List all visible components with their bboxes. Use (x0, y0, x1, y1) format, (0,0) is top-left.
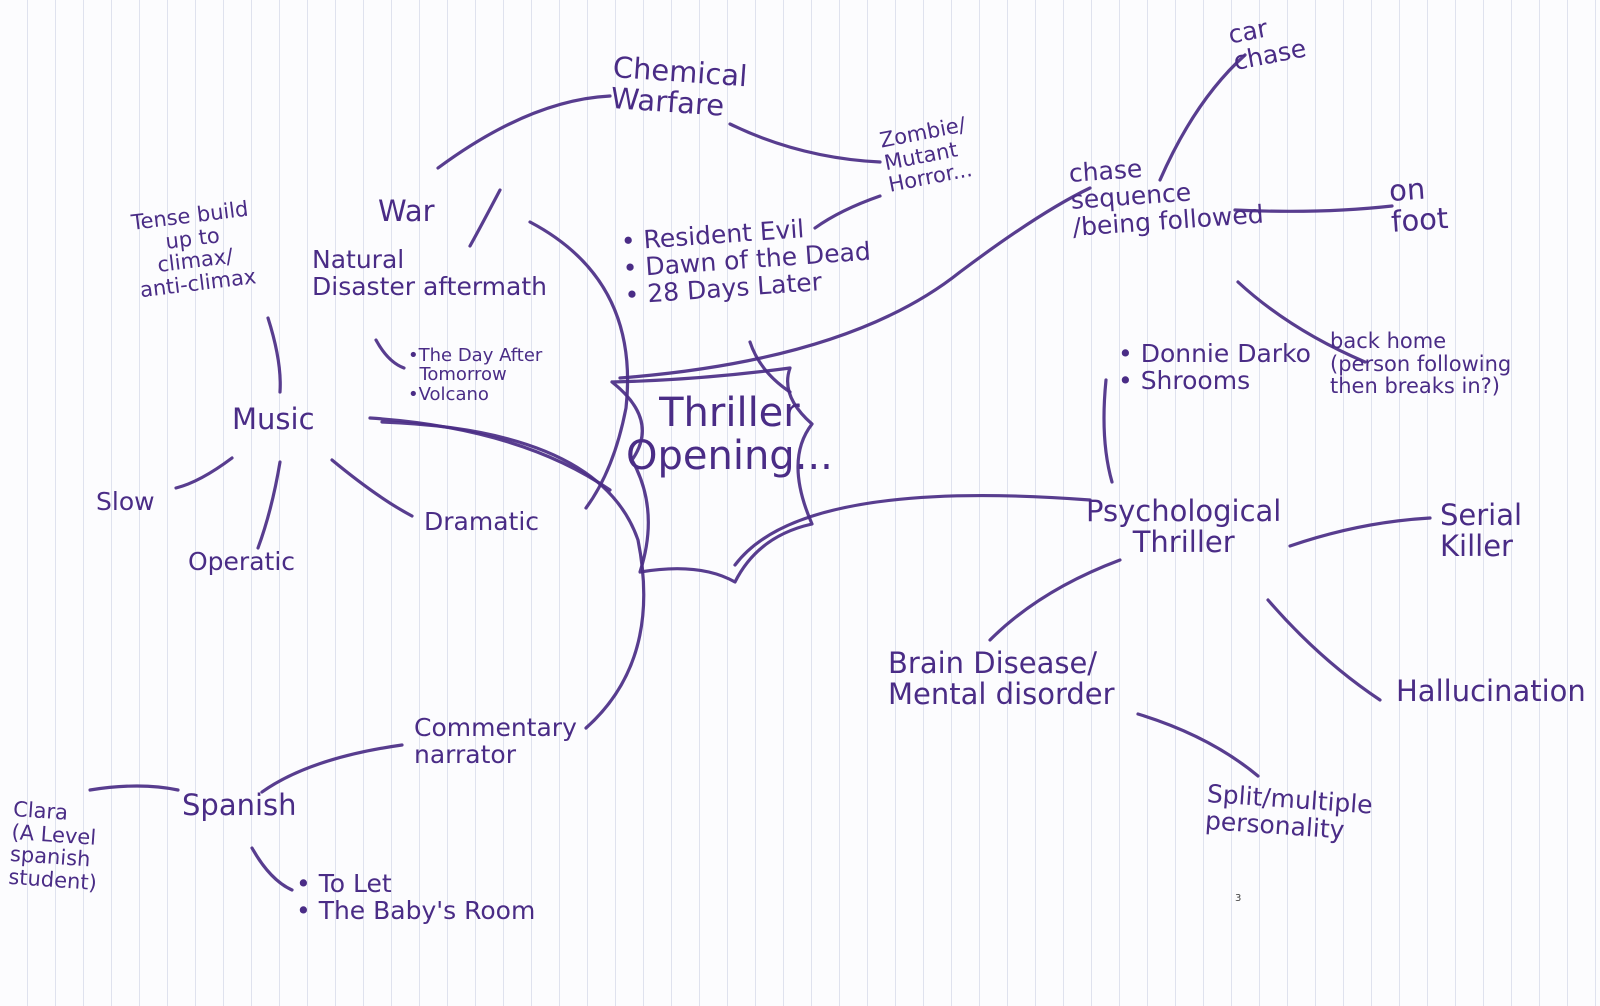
link-music-tense (266, 316, 282, 394)
center-topic-label: Thriller Opening... (626, 390, 833, 480)
clara-label: Clara (A Level spanish student) (7, 797, 98, 895)
spanish-examples-list: • To Let • The Baby's Room (296, 869, 536, 925)
link-music-dramatic (330, 458, 414, 518)
link-psych-brain (988, 558, 1122, 642)
psychological-thriller-label: Psychological Thriller (1086, 494, 1282, 560)
link-spanish-examples (250, 846, 294, 892)
tense-build-label: Tense build up to climax/ anti-climax (129, 196, 258, 303)
split-personality-label: Split/multiple personality (1204, 779, 1374, 845)
link-center-chase (618, 186, 1092, 380)
link-music-slow (174, 456, 234, 490)
link-chase-onfoot (1233, 204, 1394, 213)
link-examples-center (748, 340, 792, 394)
link-zombie-examples (813, 194, 882, 230)
zombie-examples-list: • Resident Evil • Dawn of the Dead • 28 … (619, 214, 872, 310)
war-label: War (378, 194, 435, 228)
hallucination-label: Hallucination (1396, 674, 1586, 708)
link-commentary-spanish (260, 743, 404, 794)
link-chase-carchase (1158, 53, 1247, 182)
link-natural-examples (374, 338, 406, 370)
serial-killer-label: Serial Killer (1440, 498, 1523, 564)
psychological-examples-list: • Donnie Darko • Shrooms (1118, 339, 1311, 395)
link-psych-halluc (1266, 598, 1382, 702)
natural-disaster-label: Natural Disaster aftermath (312, 245, 547, 301)
link-chem-zombie (728, 122, 882, 164)
chemical-warfare-label: Chemical Warfare (609, 50, 749, 124)
link-horror-center (528, 220, 630, 510)
operatic-label: Operatic (188, 547, 296, 576)
link-center-commentary (380, 420, 646, 730)
link-war-natural (468, 188, 502, 248)
link-music-operatic (256, 460, 282, 550)
music-label: Music (232, 402, 315, 436)
link-psych-examples (1102, 378, 1114, 484)
link-spanish-clara (88, 784, 180, 792)
chase-sequence-label: chase sequence /being followed (1067, 153, 1265, 242)
brain-disease-label: Brain Disease/ Mental disorder (888, 646, 1115, 712)
center-frame (610, 366, 814, 584)
slow-label: Slow (96, 487, 155, 516)
back-home-label: back home (person following then breaks … (1330, 329, 1512, 399)
link-center-psych (733, 493, 1092, 567)
commentary-narrator-label: Commentary narrator (414, 713, 577, 769)
link-music-center (368, 416, 612, 492)
link-war-chem (436, 94, 612, 170)
link-psych-serial (1288, 516, 1432, 548)
disaster-examples-list: •The Day After Tomorrow •Volcano (408, 345, 543, 405)
dramatic-label: Dramatic (424, 507, 540, 536)
link-brain-split (1136, 712, 1260, 778)
page-number: 3 (1235, 893, 1242, 904)
spanish-label: Spanish (182, 788, 297, 822)
link-chase-backhome (1236, 280, 1367, 364)
on-foot-label: on foot (1387, 171, 1450, 240)
